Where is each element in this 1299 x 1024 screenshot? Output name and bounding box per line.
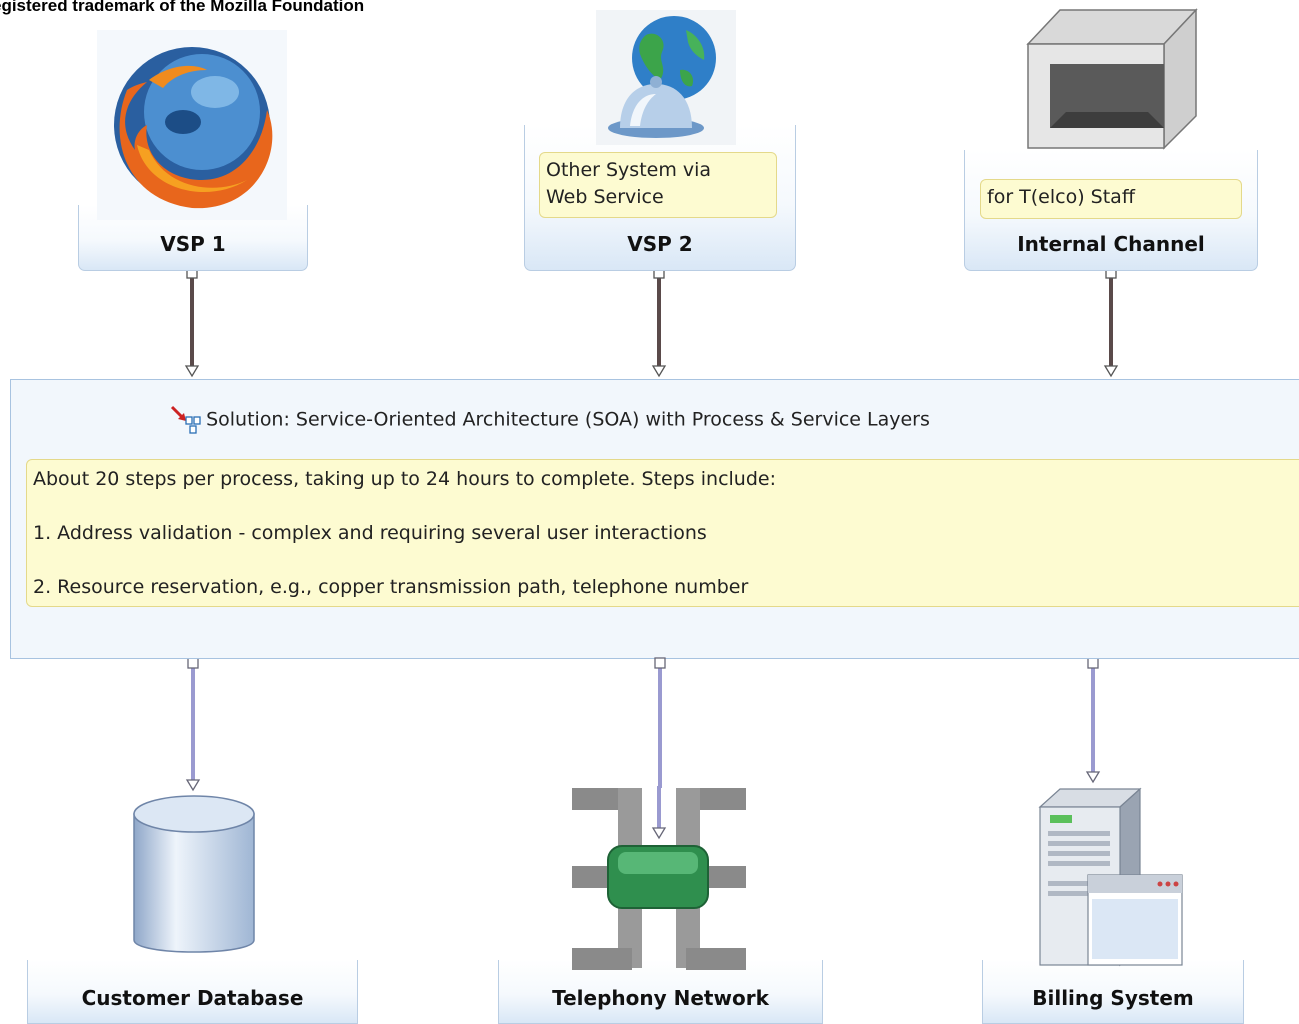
vsp2-note: Other System via Web Service bbox=[539, 152, 777, 218]
solution-title-row: Solution: Service-Oriented Architecture … bbox=[0, 405, 1100, 435]
solution-title: Solution: Service-Oriented Architecture … bbox=[206, 408, 930, 431]
network-pipes-icon bbox=[572, 786, 746, 970]
telephony-network-label: Telephony Network bbox=[552, 986, 769, 1010]
solution-note-line2: 1. Address validation - complex and requ… bbox=[33, 522, 707, 544]
internal-channel-label: Internal Channel bbox=[1017, 232, 1205, 256]
server-icon bbox=[1038, 787, 1183, 967]
solution-note: About 20 steps per process, taking up to… bbox=[26, 459, 1299, 607]
connector-telephony bbox=[654, 657, 666, 788]
billing-system-box[interactable]: Billing System bbox=[982, 960, 1244, 1024]
vsp1-label: VSP 1 bbox=[160, 232, 226, 256]
vsp2-note-line1: Other System via bbox=[546, 159, 712, 181]
vsp2-note-line2: Web Service bbox=[546, 186, 664, 208]
connector-vsp1 bbox=[184, 267, 200, 378]
web-service-globe-icon bbox=[596, 10, 736, 145]
customer-database-box[interactable]: Customer Database bbox=[27, 960, 358, 1024]
vsp2-label: VSP 2 bbox=[627, 232, 693, 256]
database-icon bbox=[133, 795, 255, 953]
connector-vsp2 bbox=[651, 267, 667, 378]
internal-channel-note: for T(elco) Staff bbox=[980, 179, 1242, 219]
connector-billing bbox=[1085, 657, 1101, 784]
customer-database-label: Customer Database bbox=[81, 986, 304, 1010]
telephony-network-box[interactable]: Telephony Network bbox=[498, 960, 823, 1024]
connector-internal bbox=[1103, 267, 1119, 378]
channel-icon bbox=[1026, 8, 1198, 150]
billing-system-label: Billing System bbox=[1032, 986, 1194, 1010]
solution-note-line3: 2. Resource reservation, e.g., copper tr… bbox=[33, 576, 749, 598]
internal-channel-note-line1: for T(elco) Staff bbox=[987, 186, 1135, 208]
connector-customer-db bbox=[185, 657, 201, 792]
solution-icon bbox=[171, 405, 201, 434]
firefox-icon bbox=[97, 30, 287, 220]
trademark-caption: egistered trademark of the Mozilla Found… bbox=[0, 0, 365, 15]
solution-note-line1: About 20 steps per process, taking up to… bbox=[33, 468, 776, 490]
